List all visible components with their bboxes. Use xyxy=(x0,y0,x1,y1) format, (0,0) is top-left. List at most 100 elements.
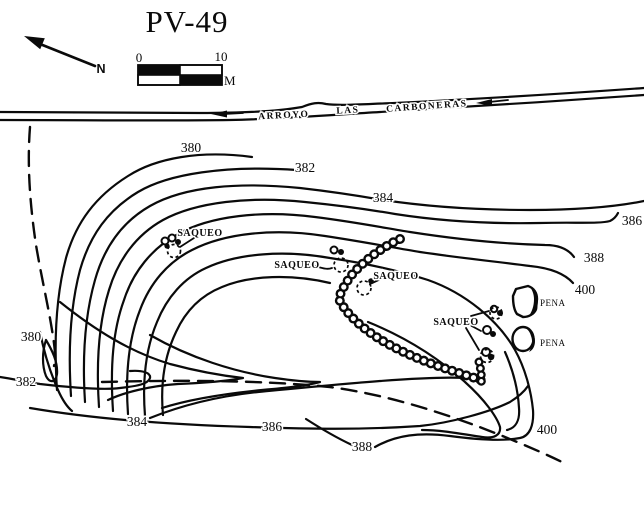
contour-line xyxy=(503,350,521,432)
stream-flow-arrow-icon xyxy=(476,99,492,106)
pit-outline xyxy=(479,348,495,364)
scale-bar-border xyxy=(137,64,223,86)
contour-line xyxy=(28,384,530,430)
pit-outline xyxy=(333,257,349,273)
contour-group-drainage xyxy=(38,300,322,413)
contour-label: 380 xyxy=(21,329,42,344)
pit-stone xyxy=(490,331,496,337)
contour-label: 388 xyxy=(352,439,373,454)
contour-line xyxy=(82,184,644,404)
contour-line xyxy=(0,369,152,390)
contour-label: 386 xyxy=(262,419,283,434)
contour-line xyxy=(38,330,74,413)
contour-line xyxy=(366,320,502,439)
stream-bank-lower xyxy=(0,93,644,122)
pit-stone xyxy=(482,325,492,335)
contour-line xyxy=(148,376,468,420)
stone-wall xyxy=(334,234,486,390)
contour-label: 382 xyxy=(16,374,36,389)
looting-pit xyxy=(356,277,384,296)
contour-line xyxy=(110,213,576,413)
contour-line xyxy=(54,153,254,392)
contour-label: 386 xyxy=(622,213,643,228)
contour-line xyxy=(96,198,620,409)
stream-flow-arrow-shaft xyxy=(223,112,244,115)
stream-name-labels: ARROYO LAS CARBONERAS xyxy=(257,98,470,124)
pit-stone xyxy=(167,233,177,243)
pena-label: PENA xyxy=(540,298,566,308)
looting-pit xyxy=(314,245,349,273)
saqueo-label: SAQUEO xyxy=(177,228,222,239)
rock-shadow xyxy=(528,286,538,317)
scale-segment-white xyxy=(137,74,181,86)
contour-labels-south: 380 382 384 386 388 400 xyxy=(14,328,559,456)
contour-line xyxy=(125,231,575,416)
map-title: PV-49 xyxy=(145,4,228,39)
pit-leader-line xyxy=(470,310,490,317)
pit-leader-line xyxy=(467,323,482,332)
contour-label: 400 xyxy=(537,422,558,437)
stream-flow-arrow-icon xyxy=(211,110,227,118)
trail-dashed-line xyxy=(27,125,57,368)
north-label: N xyxy=(96,62,105,76)
trail-dashed-line xyxy=(100,379,568,466)
contour-label: 384 xyxy=(127,414,148,429)
pena-label: PENA xyxy=(540,338,566,348)
scale-segment-white xyxy=(179,64,223,76)
contour-label: 382 xyxy=(295,160,315,175)
contour-line xyxy=(68,167,299,398)
saqueo-label: SAQUEO xyxy=(274,260,319,271)
pit-leader-line xyxy=(369,277,384,285)
looting-pit-cluster xyxy=(465,304,503,364)
scale-segment-black xyxy=(138,65,180,75)
rock-pena xyxy=(511,284,539,319)
pit-leader-line xyxy=(179,237,195,248)
contour-labels-north: 380 382 384 386 388 400 xyxy=(179,139,644,299)
pit-outline xyxy=(356,280,372,296)
pit-leader-line xyxy=(465,327,480,351)
north-arrow-head-icon xyxy=(24,36,45,50)
pit-stone xyxy=(338,249,344,255)
saqueo-label: SAQUEO xyxy=(373,271,418,282)
pit-outline xyxy=(489,306,503,320)
contour-line xyxy=(304,417,354,447)
rock-shadow xyxy=(526,328,535,352)
stream-label-word: CARBONERAS xyxy=(386,99,468,115)
trail-dashed-group xyxy=(27,125,568,466)
contour-label: 388 xyxy=(584,250,605,265)
rock-outline xyxy=(511,325,535,353)
stream-flow-arrow-shaft xyxy=(488,99,509,103)
stream-bank-upper xyxy=(0,86,644,115)
contour-group-south xyxy=(0,369,530,447)
stone-wall-segment xyxy=(336,236,484,383)
contour-label: 384 xyxy=(373,190,394,205)
contour-group-hill xyxy=(54,153,644,449)
stream-label-word: ARROYO xyxy=(258,110,310,123)
pit-stone xyxy=(329,245,339,255)
saqueo-label: SAQUEO xyxy=(433,317,478,328)
scale-end-label: 10 xyxy=(215,49,228,64)
pit-outline xyxy=(166,243,182,259)
pit-stone xyxy=(175,239,181,245)
north-arrow-shaft xyxy=(38,42,97,68)
stream-label-word: LAS xyxy=(336,105,359,116)
contour-line xyxy=(148,333,322,410)
scale-bar: 0 10 M xyxy=(136,49,236,88)
contour-line xyxy=(161,275,332,417)
scale-segment-black xyxy=(180,75,222,85)
north-arrow: N xyxy=(24,36,106,76)
contour-label: 400 xyxy=(575,282,596,297)
looting-pit xyxy=(160,233,195,259)
feature-labels: SAQUEO SAQUEO SAQUEO SAQUEO PENA PENA xyxy=(176,227,567,350)
stone-wall-stub xyxy=(476,359,484,388)
pit-leader-line xyxy=(314,265,333,270)
rock-pena xyxy=(511,325,535,353)
stone-wall-segment xyxy=(334,234,486,385)
contour-line xyxy=(58,300,245,402)
scale-start-label: 0 xyxy=(136,50,143,65)
contour-label: 380 xyxy=(181,140,202,155)
scale-unit-label: M xyxy=(224,73,236,88)
contour-line xyxy=(142,252,535,449)
